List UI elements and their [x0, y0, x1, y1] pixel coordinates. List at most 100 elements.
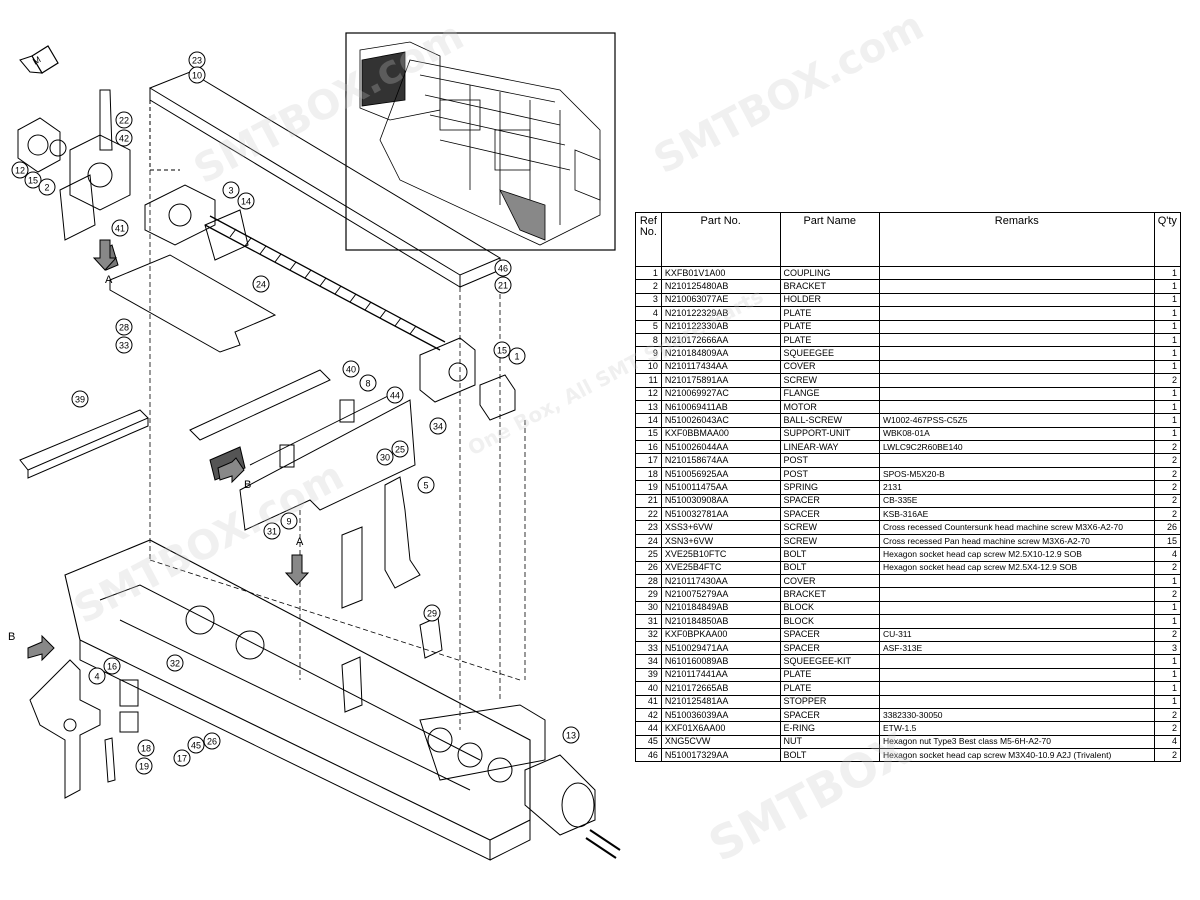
- svg-text:9: 9: [286, 517, 291, 527]
- svg-text:2: 2: [44, 183, 49, 193]
- callout-42: 42: [115, 129, 133, 147]
- cell-qty: 2: [1153, 587, 1182, 602]
- callout-24: 24: [252, 275, 270, 293]
- cell-qty: 2: [1153, 480, 1182, 495]
- callout-16: 16: [103, 657, 121, 675]
- cell-ref: 18: [635, 466, 662, 482]
- cell-part-no: XSN3+6VW: [660, 533, 781, 549]
- cell-part-no: N510032781AA: [660, 507, 781, 522]
- callout-17: 17: [173, 749, 191, 767]
- header-part-name: Part Name: [779, 212, 880, 267]
- callout-30: 30: [376, 448, 394, 466]
- cell-ref: 14: [635, 413, 662, 428]
- cell-remarks: [878, 346, 1155, 361]
- cell-qty: 1: [1153, 694, 1182, 709]
- cell-part-no: KXF0BBMAA00: [660, 426, 781, 442]
- cell-qty: 2: [1153, 466, 1182, 482]
- cell-qty: 26: [1153, 520, 1182, 535]
- cell-name: BLOCK: [779, 600, 880, 616]
- cell-name: BRACKET: [779, 587, 880, 602]
- cell-remarks: Hexagon socket head cap screw M2.5X4-12.…: [878, 560, 1155, 575]
- callout-4: 4: [88, 667, 106, 685]
- cell-ref: 8: [635, 332, 662, 348]
- cell-qty: 1: [1153, 332, 1182, 348]
- cell-ref: 25: [635, 547, 662, 562]
- cell-qty: 1: [1153, 386, 1182, 401]
- cover-28: [109, 254, 277, 353]
- cell-remarks: [878, 573, 1155, 589]
- cell-qty: 1: [1153, 292, 1182, 308]
- cell-part-no: N210125480AB: [660, 279, 781, 294]
- svg-text:19: 19: [139, 762, 149, 772]
- cell-ref: 17: [635, 453, 662, 468]
- callout-28: 28: [115, 318, 133, 336]
- cell-qty: 2: [1153, 373, 1182, 388]
- cell-remarks: [878, 359, 1155, 375]
- svg-text:24: 24: [256, 280, 266, 290]
- svg-text:5: 5: [423, 481, 428, 491]
- svg-text:10: 10: [192, 71, 202, 81]
- cell-name: COVER: [779, 359, 880, 375]
- cell-ref: 15: [635, 426, 662, 442]
- cell-part-no: N210158674AA: [660, 453, 781, 468]
- cell-name: POST: [779, 453, 880, 468]
- cell-ref: 33: [635, 640, 662, 656]
- callout-40: 40: [342, 360, 360, 378]
- callout-31: 31: [263, 522, 281, 540]
- cell-ref: 34: [635, 654, 662, 669]
- cell-part-no: N210063077AE: [660, 292, 781, 308]
- cell-ref: 10: [635, 359, 662, 375]
- cell-part-no: N510036039AA: [660, 707, 781, 723]
- cell-part-no: KXFB01V1A00: [660, 265, 781, 281]
- svg-text:32: 32: [170, 659, 180, 669]
- cell-remarks: [878, 399, 1155, 415]
- view-label-b-lower: B: [8, 631, 15, 643]
- cell-remarks: [878, 306, 1155, 321]
- cell-name: SPACER: [779, 707, 880, 723]
- cell-name: SQUEEGEE-KIT: [779, 654, 880, 669]
- cell-name: COVER: [779, 573, 880, 589]
- cell-part-no: N210075279AA: [660, 587, 781, 602]
- cell-part-no: N210175891AA: [660, 373, 781, 388]
- cell-part-no: XVE25B10FTC: [660, 547, 781, 562]
- cell-part-no: N610160089AB: [660, 654, 781, 669]
- cell-remarks: ASF-313E: [878, 640, 1155, 656]
- callout-15: 15: [24, 171, 42, 189]
- cell-name: PLATE: [779, 319, 880, 334]
- cell-name: SPRING: [779, 480, 880, 495]
- cover-10: [148, 71, 502, 288]
- cell-name: PLATE: [779, 332, 880, 348]
- cell-ref: 30: [635, 600, 662, 616]
- cell-qty: 2: [1153, 721, 1182, 736]
- cell-ref: 21: [635, 493, 662, 509]
- cell-ref: 39: [635, 667, 662, 683]
- cell-name: SCREW: [779, 533, 880, 549]
- svg-text:18: 18: [141, 744, 151, 754]
- cell-ref: 40: [635, 681, 662, 696]
- cell-remarks: ETW-1.5: [878, 721, 1155, 736]
- svg-text:16: 16: [107, 662, 117, 672]
- cell-ref: 45: [635, 734, 662, 750]
- cell-part-no: N510029471AA: [660, 640, 781, 656]
- cell-qty: 2: [1153, 748, 1182, 763]
- svg-text:39: 39: [75, 395, 85, 405]
- cell-part-no: XSS3+6VW: [660, 520, 781, 535]
- svg-text:21: 21: [498, 281, 508, 291]
- cell-remarks: Cross recessed Countersunk head machine …: [878, 520, 1155, 535]
- cell-qty: 1: [1153, 319, 1182, 334]
- cell-qty: 1: [1153, 399, 1182, 415]
- cell-ref: 11: [635, 373, 662, 388]
- cell-part-no: N510026044AA: [660, 440, 781, 455]
- callout-32: 32: [166, 654, 184, 672]
- cell-qty: 2: [1153, 627, 1182, 642]
